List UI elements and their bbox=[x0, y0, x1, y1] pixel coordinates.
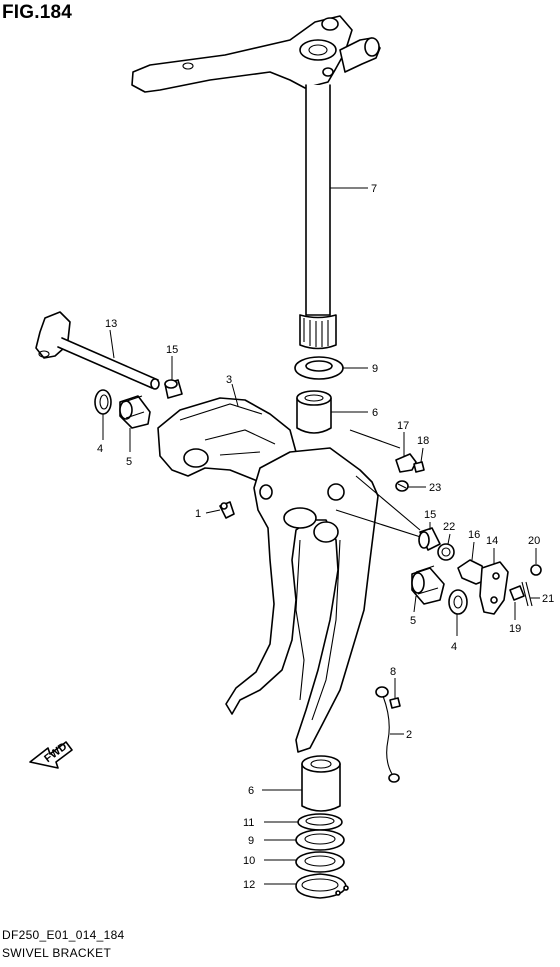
clip-part-17 bbox=[395, 453, 417, 473]
swivel-bracket-part-3 bbox=[157, 397, 431, 753]
bolt-part-8 bbox=[389, 697, 401, 709]
callout-6-lower: 6 bbox=[248, 785, 254, 797]
callout-10: 10 bbox=[243, 855, 255, 867]
grease-nipple-part-1 bbox=[219, 501, 235, 519]
callout-2: 2 bbox=[406, 729, 412, 741]
bushing-part-5-right bbox=[411, 565, 445, 605]
callout-9-lower: 9 bbox=[248, 835, 254, 847]
tilt-lock-part-14 bbox=[479, 561, 509, 615]
fwd-arrow: FWD bbox=[29, 741, 73, 769]
figure-name: SWIVEL BRACKET bbox=[2, 946, 112, 960]
callout-1: 1 bbox=[195, 508, 201, 520]
callout-7: 7 bbox=[371, 183, 377, 195]
bushing-part-15-upper bbox=[164, 379, 183, 399]
seal-part-22 bbox=[437, 543, 455, 561]
nut-part-19 bbox=[509, 585, 525, 601]
bushing-part-6-upper bbox=[296, 390, 332, 434]
callout-3: 3 bbox=[226, 374, 232, 386]
washer-part-9-lower bbox=[295, 829, 345, 851]
tilt-rod-part-13 bbox=[35, 311, 160, 390]
callout-9-upper: 9 bbox=[372, 363, 378, 375]
figure-title: FIG.184 bbox=[2, 2, 73, 23]
callout-8: 8 bbox=[390, 666, 396, 678]
callout-5-right: 5 bbox=[410, 615, 416, 627]
callout-20: 20 bbox=[528, 535, 540, 547]
washer-part-11 bbox=[297, 813, 343, 831]
ground-wire-part-2 bbox=[375, 686, 400, 783]
callout-4-left: 4 bbox=[97, 443, 103, 455]
callout-15-upper: 15 bbox=[166, 344, 178, 356]
washer-part-20 bbox=[530, 564, 542, 576]
callout-6-upper: 6 bbox=[372, 407, 378, 419]
figure-code: DF250_E01_014_184 bbox=[2, 928, 125, 942]
washer-part-9-upper bbox=[294, 356, 344, 380]
callout-4-right: 4 bbox=[451, 641, 457, 653]
callout-19: 19 bbox=[509, 623, 521, 635]
callout-16: 16 bbox=[468, 529, 480, 541]
washer-part-10 bbox=[295, 851, 345, 873]
callout-18: 18 bbox=[417, 435, 429, 447]
bushing-part-6-lower bbox=[301, 755, 341, 812]
callout-21: 21 bbox=[542, 593, 554, 605]
callout-23: 23 bbox=[429, 482, 441, 494]
washer-part-4-right bbox=[448, 589, 468, 615]
callout-11: 11 bbox=[243, 817, 254, 829]
callout-14: 14 bbox=[486, 535, 498, 547]
callout-12: 12 bbox=[243, 879, 255, 891]
snap-ring-part-12 bbox=[295, 873, 349, 899]
pin-part-21 bbox=[521, 581, 533, 607]
steering-shaft-part-7 bbox=[131, 15, 381, 350]
bushing-part-15-right bbox=[418, 527, 441, 551]
bolt-part-18 bbox=[413, 461, 425, 473]
callout-22: 22 bbox=[443, 521, 455, 533]
callout-17: 17 bbox=[397, 420, 409, 432]
callout-15-right: 15 bbox=[424, 509, 436, 521]
bushing-part-5-left bbox=[119, 395, 151, 429]
callout-5-left: 5 bbox=[126, 456, 132, 468]
callout-13: 13 bbox=[105, 318, 117, 330]
washer-part-4-left bbox=[94, 389, 112, 415]
clamp-part-23 bbox=[395, 480, 409, 492]
